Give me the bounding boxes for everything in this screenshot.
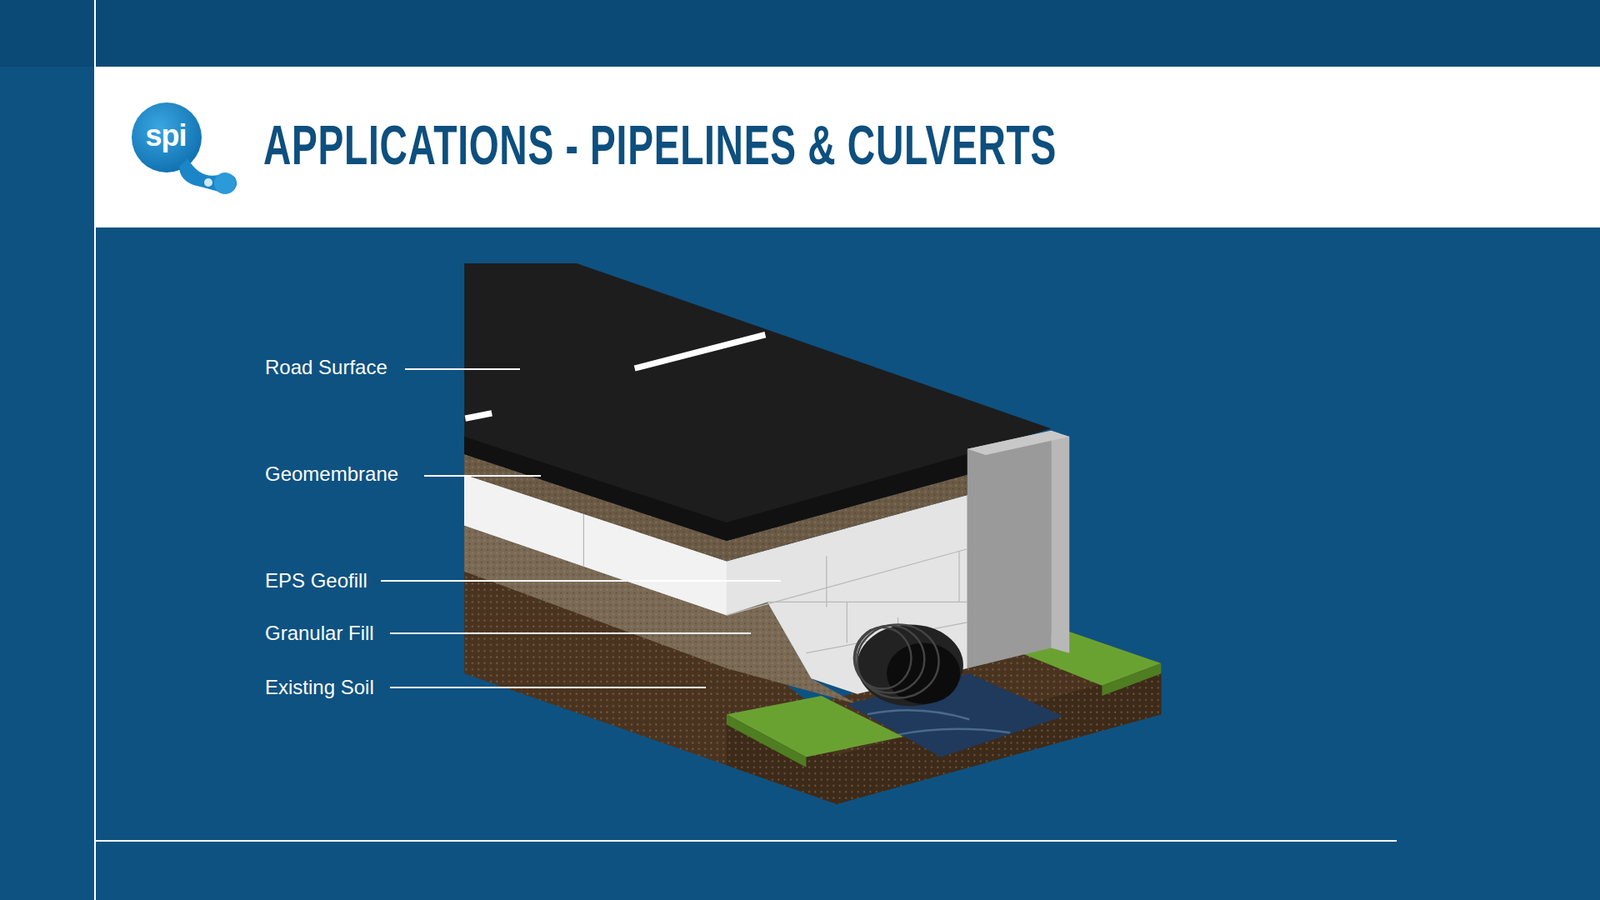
leader-line (380, 580, 781, 582)
page-title: APPLICATIONS - PIPELINES & CULVERTS (263, 113, 1057, 177)
layer-label: Geomembrane (265, 462, 399, 486)
layer-label: Road Surface (265, 355, 388, 380)
leader-line (390, 686, 706, 689)
header-band (95, 66, 1600, 228)
layer-label: EPS Geofill (265, 569, 368, 593)
leader-line (405, 368, 520, 370)
logo-text: spi (145, 119, 186, 153)
layer-label: Granular Fill (265, 621, 375, 645)
frame-line (95, 840, 1397, 842)
leader-line (390, 632, 751, 635)
logo-blob (131, 102, 237, 195)
frame-line (94, 0, 96, 900)
layer-label: Existing Soil (265, 675, 375, 700)
leader-line (424, 475, 541, 477)
top-band (0, 0, 1600, 67)
culvert-pipe (854, 624, 964, 706)
